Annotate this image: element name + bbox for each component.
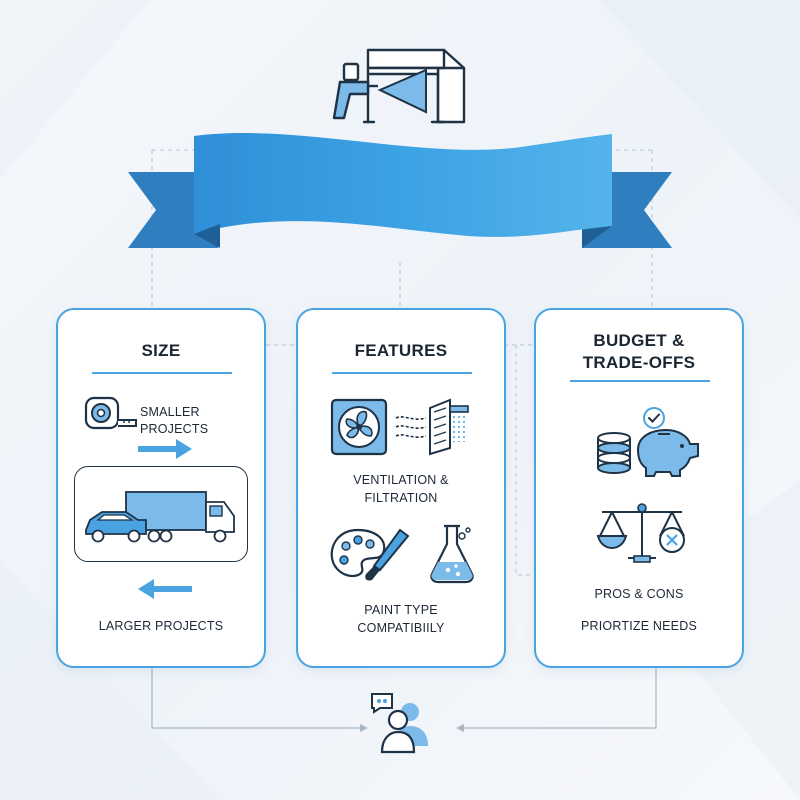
ventilation-label-line1: VENTILATION & [353, 473, 449, 487]
title-underline [332, 372, 472, 374]
title-underline [92, 372, 232, 374]
paint-type-label-line1: PAINT TYPE [364, 603, 438, 617]
tape-measure-icon [84, 396, 137, 430]
title-underline [570, 380, 710, 382]
card-title-features: FEATURES [354, 341, 448, 360]
arrow-left-icon [138, 579, 192, 599]
smaller-projects-label: SMALLER PROJECTS [140, 405, 209, 436]
filter-icon [429, 398, 469, 456]
arrow-right-icon [138, 439, 192, 459]
card-title-budget-line1: BUDGET & [593, 331, 685, 350]
card-features: FEATURES VENTILATION & FILTRATION [296, 308, 506, 668]
card-size: SIZE SMALLER PROJECTS LARGER PROJECTS [56, 308, 266, 668]
car-truck-icon [85, 491, 235, 543]
larger-projects-label: LARGER PROJECTS [98, 619, 224, 633]
palette-brush-icon [330, 528, 410, 581]
spray-booth-icon [332, 48, 466, 124]
airflow-icon [395, 416, 427, 438]
ventilation-label-line2: FILTRATION [364, 491, 438, 505]
check-badge-icon [643, 407, 665, 429]
ventilation-fan-icon [330, 398, 388, 456]
coins-piggybank-icon [597, 428, 699, 477]
card-budget: BUDGET & TRADE-OFFS [534, 308, 744, 668]
user-chat-icon [371, 693, 428, 754]
pros-cons-label: PROS & CONS [594, 587, 684, 601]
ribbon-banner [128, 132, 672, 248]
card-title-budget-line2: TRADE-OFFS [582, 353, 696, 372]
flask-icon [430, 524, 474, 584]
paint-type-label-line2: COMPATIBIILY [357, 621, 445, 635]
balance-scale-icon [596, 503, 685, 563]
prioritize-needs-label: PRIORTIZE NEEDS [581, 619, 697, 633]
card-title-size: SIZE [141, 341, 181, 360]
